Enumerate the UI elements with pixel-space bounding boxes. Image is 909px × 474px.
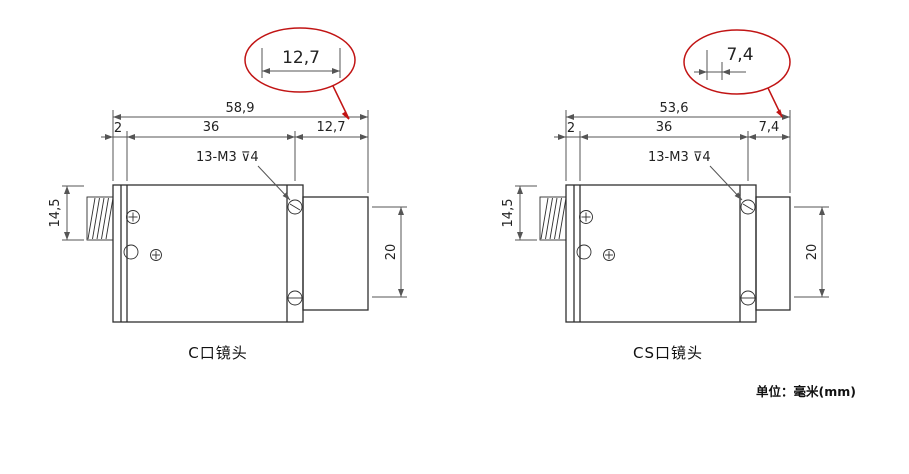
c-height-right-label: 20 [384, 244, 399, 261]
c-screw-icons [123, 199, 303, 306]
cs-caption: CS口镜头 [633, 344, 703, 362]
cs-flange-width-label: 7,4 [759, 120, 780, 135]
cs-offset-label: 2 [567, 121, 575, 136]
cs-callout-balloon: 7,4 [683, 29, 791, 118]
c-caption: C口镜头 [188, 344, 247, 362]
cs-total-width-label: 53,6 [660, 101, 689, 116]
cs-thread-connector [539, 196, 567, 241]
c-thread-connector [86, 196, 114, 241]
c-callout-value: 12,7 [282, 48, 320, 68]
cs-height-right-label: 20 [805, 244, 820, 261]
c-dimension-arrows [64, 114, 404, 297]
cs-mid-width-label: 36 [656, 120, 673, 135]
cs-body-outline [565, 184, 791, 323]
units-label: 单位：毫米(mm) [756, 384, 856, 399]
c-dimension-lines [62, 110, 407, 298]
c-mid-width-label: 36 [203, 120, 220, 135]
c-body-outline [112, 184, 369, 323]
c-offset-label: 2 [114, 121, 122, 136]
c-height-left-label: 14,5 [48, 199, 63, 228]
cs-mount-drawing: 7,4 53,6 2 36 7,4 14,5 20 13-M3 ⊽4 CS口镜头 [501, 29, 829, 362]
cs-thread-note-label: 13-M3 ⊽4 [648, 150, 711, 165]
c-callout-balloon: 12,7 [244, 27, 356, 120]
c-total-width-label: 58,9 [226, 101, 255, 116]
c-thread-note-label: 13-M3 ⊽4 [196, 150, 259, 165]
c-mount-drawing: 12,7 58,9 2 36 12,7 14,5 20 13-M3 ⊽4 C口镜… [48, 27, 407, 362]
cs-height-left-label: 14,5 [501, 199, 516, 228]
cs-callout-value: 7,4 [726, 45, 753, 65]
c-flange-width-label: 12,7 [317, 120, 346, 135]
cs-screw-icons [576, 199, 756, 306]
cs-dimension-arrows [517, 114, 825, 297]
